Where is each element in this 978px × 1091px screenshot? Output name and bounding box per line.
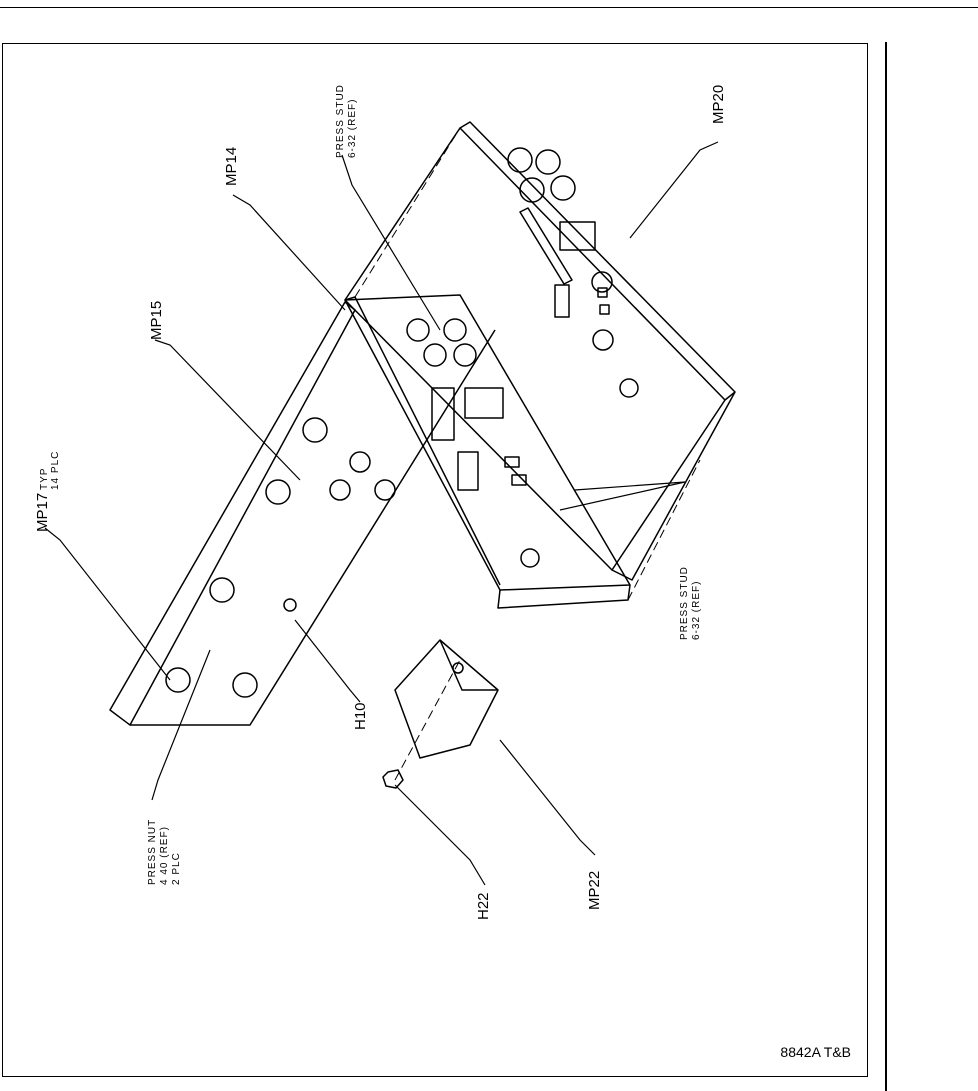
label-mp20: MP20 <box>710 85 727 124</box>
rear-cover-mp20 <box>344 121 736 581</box>
leader-h10 <box>294 619 361 703</box>
label-h10: H10 <box>352 702 369 730</box>
bracket-mp22 <box>394 639 499 759</box>
drawing-lines <box>109 121 736 789</box>
label-press-nut-line3: 2 PLC <box>171 852 182 885</box>
label-mp17: MP17 <box>34 493 51 532</box>
explode-lines <box>354 127 701 781</box>
leader-mp22 <box>499 739 596 856</box>
leader-mp20 <box>629 141 719 239</box>
label-mp17-qty: 14 PLC <box>50 451 61 490</box>
label-mp17-typ: TYP <box>39 468 50 490</box>
label-press-stud-top-line1: PRESS STUD <box>335 84 346 158</box>
label-press-nut-line2: 4 40 (REF) <box>159 826 170 885</box>
leader-lines <box>44 141 719 886</box>
label-press-nut-line1: PRESS NUT <box>147 819 158 885</box>
leader-press-stud-right-a <box>574 481 686 491</box>
front-panel-mp14 <box>344 294 631 609</box>
label-h22: H22 <box>475 892 492 920</box>
chassis-rail <box>109 301 496 726</box>
figure-id: 8842A T&B <box>780 1044 851 1060</box>
figure-frame <box>2 43 868 1077</box>
label-mp14: MP14 <box>223 147 240 186</box>
top-rule <box>0 7 978 8</box>
leader-mp15 <box>154 339 301 481</box>
leader-press-nut <box>151 649 211 801</box>
right-margin-rule <box>885 42 887 1091</box>
label-press-stud-right-line1: PRESS STUD <box>679 566 690 640</box>
leader-press-stud-right-b <box>559 481 686 511</box>
label-press-stud-top-line2: 6-32 (REF) <box>347 99 358 158</box>
label-mp22: MP22 <box>586 871 603 910</box>
leader-press-stud-top <box>341 154 441 331</box>
leader-h22 <box>394 784 486 886</box>
leader-mp17 <box>44 527 171 681</box>
label-mp15: MP15 <box>148 301 165 340</box>
label-press-stud-right-line2: 6-32 (REF) <box>691 581 702 640</box>
nut-h22 <box>382 769 404 789</box>
leader-mp14 <box>232 194 346 311</box>
